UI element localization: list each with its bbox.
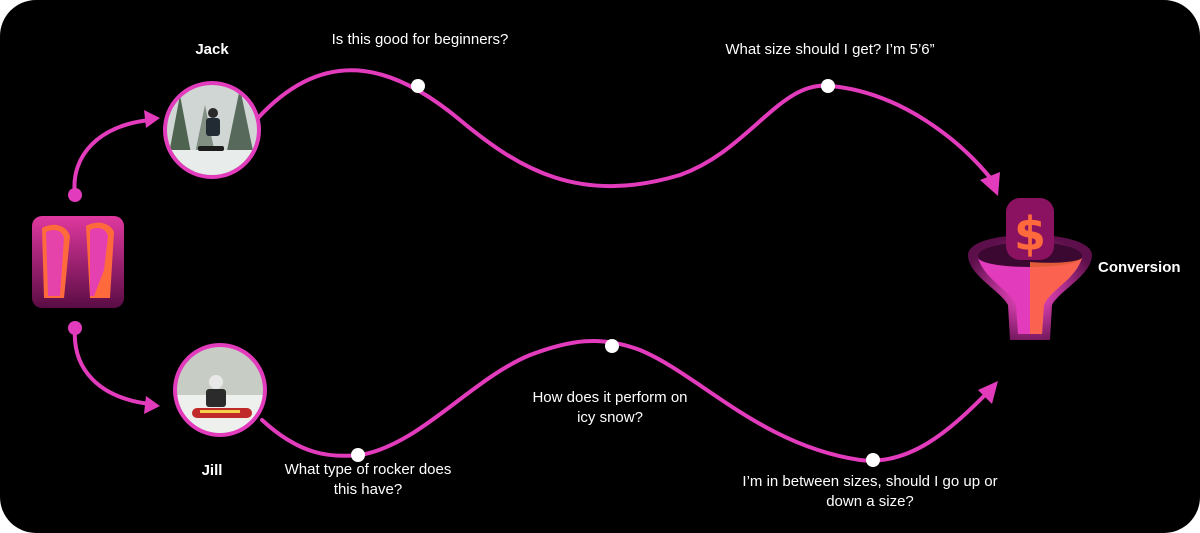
node-icy[interactable] [605, 339, 619, 353]
question-size-text: What size should I get? I’m 5’6” [725, 41, 934, 58]
dollar-funnel-icon: $ [968, 198, 1092, 340]
question-icy-snow-line1: How does it perform on [500, 388, 720, 408]
jack-photo [160, 80, 270, 180]
node-between-sizes[interactable] [866, 453, 880, 467]
svg-text:$: $ [1014, 207, 1046, 261]
jack-path [258, 70, 1000, 196]
conversion-label: Conversion [1098, 258, 1194, 278]
question-rocker-line2: this have? [258, 480, 478, 500]
jill-photo [170, 340, 270, 440]
question-beginners-text: Is this good for beginners? [332, 31, 509, 48]
question-rocker-line1: What type of rocker does [258, 460, 478, 480]
person-name-jill: Jill [180, 461, 244, 481]
question-between-sizes-line1: I’m in between sizes, should I go up or [700, 472, 1040, 492]
question-rocker: What type of rocker does this have? [258, 460, 478, 500]
question-between-sizes-line2: down a size? [700, 492, 1040, 512]
question-between-sizes: I’m in between sizes, should I go up or … [700, 472, 1040, 512]
branch-to-jill [68, 321, 160, 414]
question-size: What size should I get? I’m 5’6” [680, 40, 980, 60]
person-name-jack: Jack [180, 40, 244, 60]
question-icy-snow-line2: icy snow? [500, 408, 720, 428]
node-beginners[interactable] [411, 79, 425, 93]
question-beginners: Is this good for beginners? [270, 30, 570, 50]
question-icy-snow: How does it perform on icy snow? [500, 388, 720, 428]
branch-to-jack [68, 110, 160, 202]
node-size[interactable] [821, 79, 835, 93]
brand-logo-icon [32, 216, 124, 308]
